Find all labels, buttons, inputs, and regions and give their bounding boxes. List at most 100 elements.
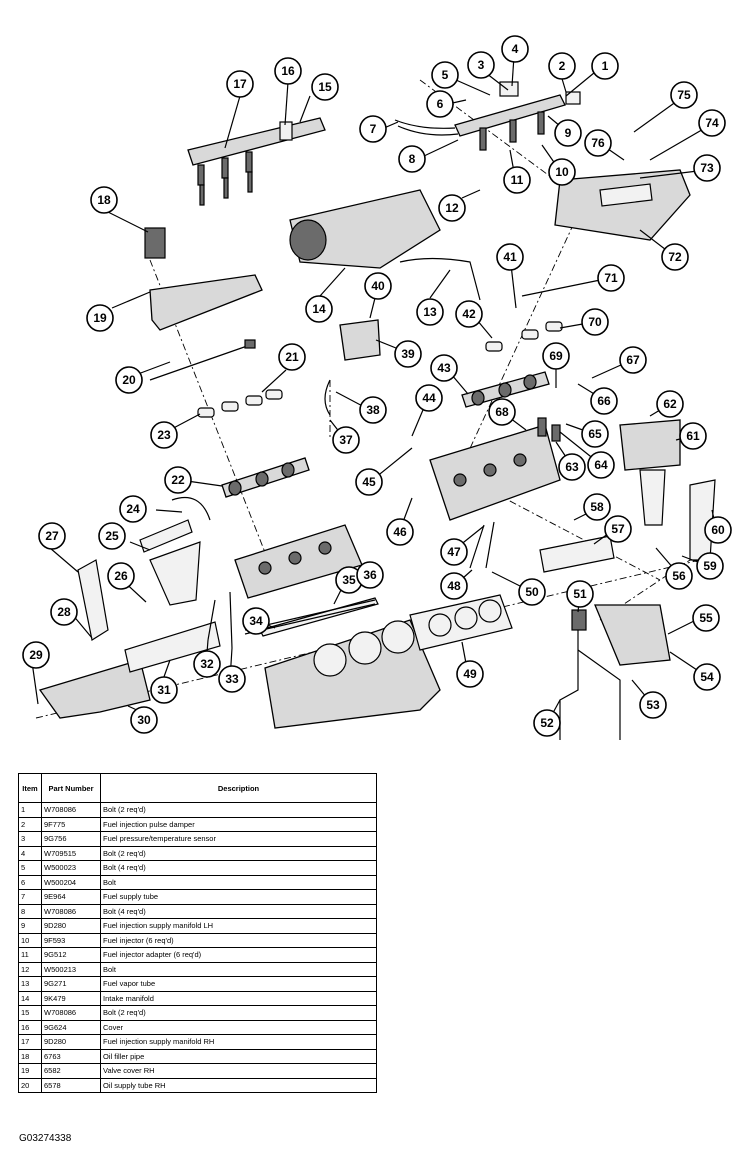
callout-38: 38 (359, 396, 387, 424)
callout-circle (590, 387, 618, 415)
callout-10: 10 (548, 158, 576, 186)
callout-label: 54 (700, 670, 714, 684)
callout-circle (661, 243, 689, 271)
callout-circle (587, 451, 615, 479)
callout-30: 30 (130, 706, 158, 734)
callout-65: 65 (581, 420, 609, 448)
callout-label: 40 (371, 279, 385, 293)
callout-label: 27 (45, 529, 59, 543)
item-cell: 1 (18, 802, 42, 818)
item-cell: 15 (18, 1005, 42, 1021)
callout-20: 20 (115, 366, 143, 394)
description-cell: Cover (100, 1019, 377, 1035)
callout-label: 5 (442, 68, 449, 82)
intake-manifold (289, 189, 481, 301)
callout-53: 53 (639, 691, 667, 719)
item-cell: 2 (18, 816, 42, 832)
callout-label: 13 (423, 305, 437, 319)
description-cell: Fuel injection supply manifold RH (100, 1034, 377, 1050)
item-cell: 12 (18, 961, 42, 977)
callout-circle (533, 709, 561, 737)
callout-circle (386, 518, 414, 546)
egr-valve-assembly (619, 419, 681, 526)
callout-circle (430, 354, 458, 382)
description-cell: Oil supply tube RH (100, 1077, 377, 1093)
description-cell: Bolt (2 req'd) (100, 845, 377, 861)
camshafts (221, 371, 550, 498)
item-cell: 3 (18, 831, 42, 847)
part-number-cell: 9F593 (41, 932, 101, 948)
callout-12: 12 (438, 194, 466, 222)
part-number-cell: 6763 (41, 1048, 101, 1064)
callout-49: 49 (456, 660, 484, 688)
callout-label: 37 (339, 433, 353, 447)
callout-circle (591, 52, 619, 80)
callout-label: 69 (549, 349, 563, 363)
callout-label: 23 (157, 428, 171, 442)
callout-label: 33 (225, 672, 239, 686)
callout-bubbles: 1234567891011121314151617181920212223242… (22, 35, 732, 737)
callout-43: 43 (430, 354, 458, 382)
callout-circle (226, 70, 254, 98)
callout-label: 49 (463, 667, 477, 681)
callout-label: 7 (370, 122, 377, 136)
part-number-cell: W708086 (41, 802, 101, 818)
oil-supply-tube-rh (149, 339, 256, 381)
oil-supply-tube-lh-and-sensor (559, 609, 621, 740)
callout-label: 25 (105, 529, 119, 543)
callout-31: 31 (150, 676, 178, 704)
header-item: Item (18, 773, 42, 803)
callout-label: 9 (565, 126, 572, 140)
part-number-cell: 9D280 (41, 918, 101, 934)
description-cell: Fuel vapor tube (100, 976, 377, 992)
callout-label: 20 (122, 373, 136, 387)
callout-41: 41 (496, 243, 524, 271)
callout-16: 16 (274, 57, 302, 85)
callout-circle (218, 665, 246, 693)
callout-label: 57 (611, 522, 625, 536)
header-part-number: Part Number (41, 773, 101, 803)
description-cell: Fuel injector adapter (6 req'd) (100, 947, 377, 963)
callout-label: 31 (157, 683, 171, 697)
callout-24: 24 (119, 495, 147, 523)
callout-3: 3 (467, 51, 495, 79)
callout-circle (431, 61, 459, 89)
table-header-row: Item Part Number Description (18, 773, 377, 803)
figure-id: G03274338 (19, 1133, 72, 1144)
item-cell: 19 (18, 1063, 42, 1079)
item-cell: 14 (18, 990, 42, 1006)
callout-label: 19 (93, 311, 107, 325)
exhaust-gaskets-lh (539, 535, 615, 573)
callout-circle (98, 522, 126, 550)
callout-circle (193, 650, 221, 678)
misc-brackets (139, 496, 211, 606)
item-cell: 4 (18, 845, 42, 861)
part-number-cell: W500204 (41, 874, 101, 890)
description-cell: Valve cover RH (100, 1063, 377, 1079)
callout-circle (581, 308, 609, 336)
callout-15: 15 (311, 73, 339, 101)
callout-circle (242, 607, 270, 635)
callout-label: 28 (57, 605, 71, 619)
description-cell: Fuel injector (6 req'd) (100, 932, 377, 948)
callout-label: 43 (437, 361, 451, 375)
item-cell: 11 (18, 947, 42, 963)
part-number-cell: 6582 (41, 1063, 101, 1079)
callout-label: 18 (97, 193, 111, 207)
callout-circle (548, 158, 576, 186)
callout-circle (278, 343, 306, 371)
description-cell: Bolt (100, 961, 377, 977)
callout-circle (501, 35, 529, 63)
callout-label: 50 (525, 585, 539, 599)
callout-label: 71 (604, 271, 618, 285)
callout-circle (90, 186, 118, 214)
callout-circle (696, 552, 724, 580)
item-cell: 16 (18, 1019, 42, 1035)
callout-label: 62 (663, 397, 677, 411)
callout-label: 73 (700, 161, 714, 175)
callout-circle (542, 342, 570, 370)
